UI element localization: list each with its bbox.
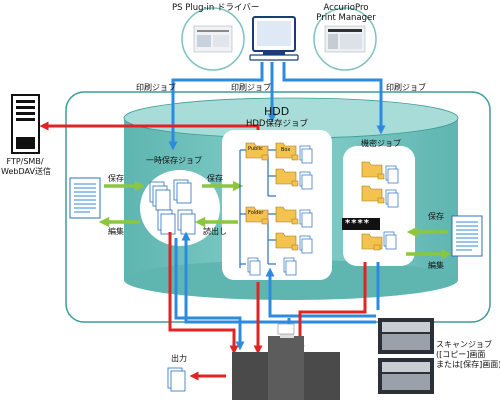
ftp-send-arrow — [39, 121, 260, 131]
secure-job-label: 機密ジョブ — [361, 139, 401, 148]
scan-label-3: または[保存]画面) — [436, 360, 500, 369]
hdd-save-job-label: HDD保存ジョブ — [246, 119, 308, 129]
scan-arrow-box — [265, 267, 376, 318]
save-label-right: 保存 — [428, 212, 444, 221]
pc-monitor-icon — [249, 16, 299, 61]
print-job-label-2: 印刷ジョブ — [231, 83, 271, 92]
print-manager-thumb — [313, 7, 377, 71]
output-label: 出力 — [171, 354, 187, 363]
temp-save-job-label: 一時保存ジョブ — [146, 156, 202, 165]
accurio-label-2: Print Manager — [316, 13, 376, 23]
folder-public-text: Public — [248, 146, 263, 152]
server-icon — [11, 94, 40, 154]
ps-plugin-label: PS Plug-in ドライバー — [172, 3, 260, 13]
folder-folder-icon — [245, 206, 269, 223]
folder-docs — [247, 145, 399, 276]
print-job-arrow-right — [282, 62, 386, 135]
folder-tree — [239, 149, 276, 268]
scan-screens — [378, 318, 434, 394]
ftp-label-1: FTP/SMB/ — [6, 157, 44, 166]
accurio-label-1: AccurioPro — [323, 3, 369, 13]
password-box — [342, 218, 380, 230]
print-red-left — [168, 232, 239, 355]
hdd-label: HDD — [264, 105, 290, 118]
folder-public-icon — [245, 142, 269, 159]
save-label-left: 保存 — [108, 174, 124, 183]
folder-folder-text: Folder — [248, 210, 264, 216]
ftp-label-2: WebDAV送信 — [1, 167, 51, 176]
password-text: **** — [345, 218, 370, 229]
left-document-icon — [69, 177, 101, 219]
output-docs — [167, 367, 186, 392]
printer-icon — [232, 323, 340, 400]
blue-down-temp — [174, 238, 245, 351]
ps-plugin-thumb — [181, 7, 245, 71]
scan-arrow-temp — [181, 231, 376, 324]
temp-save-docs — [149, 179, 196, 235]
scan-label-1: スキャンジョブ — [436, 340, 492, 349]
folder-box-text: Box — [281, 147, 291, 153]
readout-label: 読出し — [203, 227, 227, 236]
right-document-icon — [451, 215, 483, 257]
print-job-label-1: 印刷ジョブ — [136, 83, 176, 92]
edit-label-right: 編集 — [428, 261, 444, 270]
box-folders — [275, 142, 383, 250]
scan-label-2: ([コピー]画面 — [436, 350, 486, 359]
save-label-mid: 保存 — [207, 174, 223, 183]
print-red-right — [295, 262, 367, 355]
lock-icons — [261, 154, 385, 251]
edit-label-left: 編集 — [108, 227, 124, 236]
print-job-label-3: 印刷ジョブ — [386, 83, 426, 92]
print-job-arrow-left — [168, 62, 264, 151]
